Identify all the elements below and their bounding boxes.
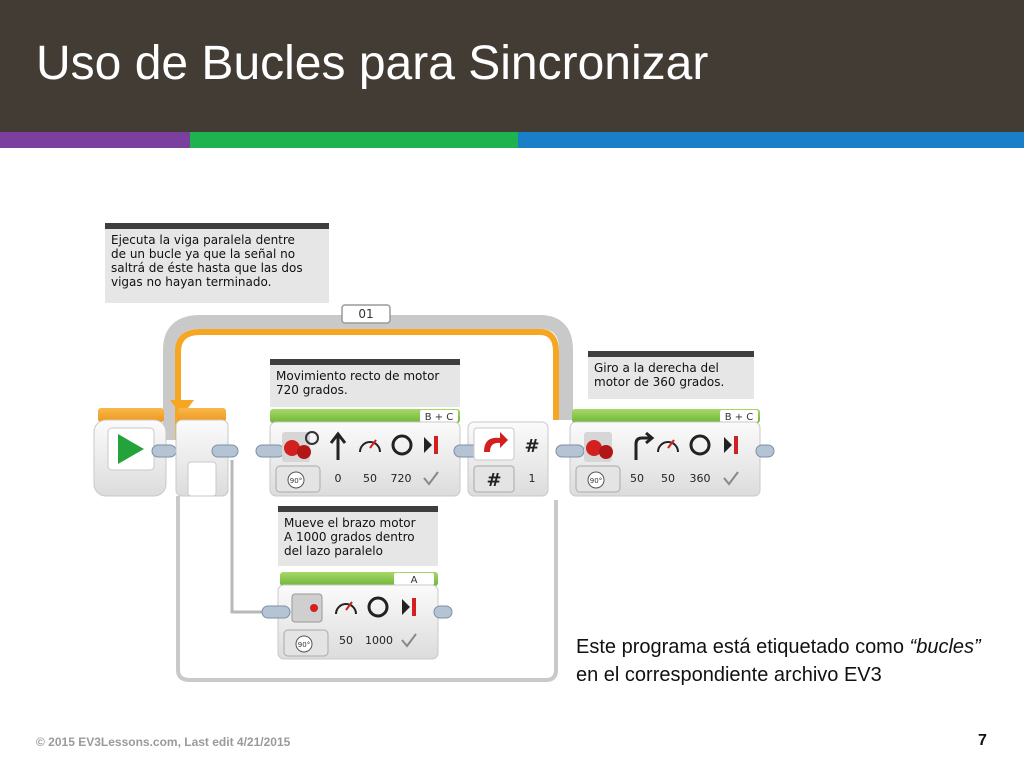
comment-loop-line: de un bucle ya que la señal no <box>111 247 296 261</box>
move1-mode: 90° <box>290 477 302 485</box>
turn-power-value[interactable]: 50 <box>661 472 675 485</box>
check-icon <box>723 471 739 486</box>
loop-end-block[interactable]: # # 1 <box>453 421 549 497</box>
turn-mode: 90° <box>590 477 602 485</box>
move-steering-block-turn[interactable]: B + C 90° 50 50 360 <box>555 409 775 497</box>
title-bar: Uso de Bucles para Sincronizar <box>0 0 1024 132</box>
ring-icon <box>391 434 413 456</box>
comment-loop-line: saltrá de éste hasta que las dos <box>111 261 303 275</box>
svg-text:#: # <box>524 436 539 457</box>
brake-icon <box>424 436 438 454</box>
footer-copyright: © 2015 EV3Lessons.com, Last edit 4/21/20… <box>36 735 291 749</box>
loop-block-frame[interactable]: 01 <box>163 304 573 440</box>
parallel-beam-frame <box>176 460 558 682</box>
note-filename: “bucles” <box>909 636 981 658</box>
comment-move-line: Movimiento recto de motor <box>276 369 440 383</box>
large-motor-icon <box>282 432 311 462</box>
turn-steer-value[interactable]: 50 <box>630 472 644 485</box>
medium-motor-icon <box>291 593 323 623</box>
note-text-end: en el correspondiente archivo EV3 <box>576 664 882 686</box>
speedometer-icon <box>657 439 679 453</box>
steering-icon <box>305 431 319 445</box>
medium-degrees-value[interactable]: 1000 <box>365 634 393 647</box>
move1-port-label: B + C <box>425 412 454 423</box>
accent-stripe-green <box>190 132 518 148</box>
program-note: Este programa está etiquetado como “bucl… <box>576 633 996 689</box>
comment-medium-line: del lazo paralelo <box>284 544 383 558</box>
start-block[interactable] <box>93 408 177 497</box>
accent-stripe-purple <box>0 132 190 148</box>
note-text: Este programa está etiquetado como <box>576 636 904 658</box>
check-icon <box>423 471 439 486</box>
comment-move-line: 720 grados. <box>276 383 348 397</box>
move1-degrees-value[interactable]: 720 <box>391 472 412 485</box>
speedometer-icon <box>335 601 357 615</box>
ring-icon <box>689 434 711 456</box>
loop-name-tag[interactable] <box>341 304 391 324</box>
comment-medium-line: A 1000 grados dentro <box>284 530 415 544</box>
page-number: 7 <box>978 732 987 749</box>
move1-steer-value[interactable]: 0 <box>335 472 342 485</box>
check-icon <box>401 633 417 648</box>
loop-icon <box>484 432 508 452</box>
comment-loop-line: Ejecuta la viga paralela dentre <box>111 233 295 247</box>
turn-right-icon <box>634 431 655 460</box>
comment-medium-line: Mueve el brazo motor <box>284 516 416 530</box>
comment-medium: Mueve el brazo motor A 1000 grados dentr… <box>278 506 438 566</box>
medium-port-label: A <box>411 575 418 586</box>
count-mode-hash: # <box>486 470 501 491</box>
comment-loop: Ejecuta la viga paralela dentre de un bu… <box>105 223 329 303</box>
brake-icon <box>724 436 738 454</box>
comment-turn-line: motor de 360 grados. <box>594 375 725 389</box>
loop-count-value[interactable]: 1 <box>529 472 536 485</box>
loop-name-label: 01 <box>358 307 373 321</box>
accent-stripe-blue <box>518 132 1024 148</box>
brake-icon <box>402 598 416 616</box>
loop-start-piece[interactable] <box>175 408 239 497</box>
slide-title: Uso de Bucles para Sincronizar <box>36 37 709 90</box>
turn-port-label: B + C <box>725 412 754 423</box>
comment-move: Movimiento recto de motor 720 grados. <box>270 359 460 407</box>
medium-mode: 90° <box>298 641 310 649</box>
large-motor-icon <box>584 432 613 462</box>
comment-turn-line: Giro a la derecha del <box>594 361 719 375</box>
medium-motor-block[interactable]: A 90° 50 1000 <box>261 572 453 660</box>
move1-power-value[interactable]: 50 <box>363 472 377 485</box>
move-steering-block-720[interactable]: B + C 90° 0 50 720 <box>255 409 461 497</box>
turn-degrees-value[interactable]: 360 <box>690 472 711 485</box>
play-icon <box>118 434 144 464</box>
hash-icon: # <box>524 436 539 457</box>
speedometer-icon <box>359 439 381 453</box>
comment-loop-line: vigas no hayan terminado. <box>111 275 272 289</box>
ring-icon <box>367 596 389 618</box>
comment-turn: Giro a la derecha del motor de 360 grado… <box>588 351 754 399</box>
medium-power-value[interactable]: 50 <box>339 634 353 647</box>
arrow-up-icon <box>329 431 347 460</box>
